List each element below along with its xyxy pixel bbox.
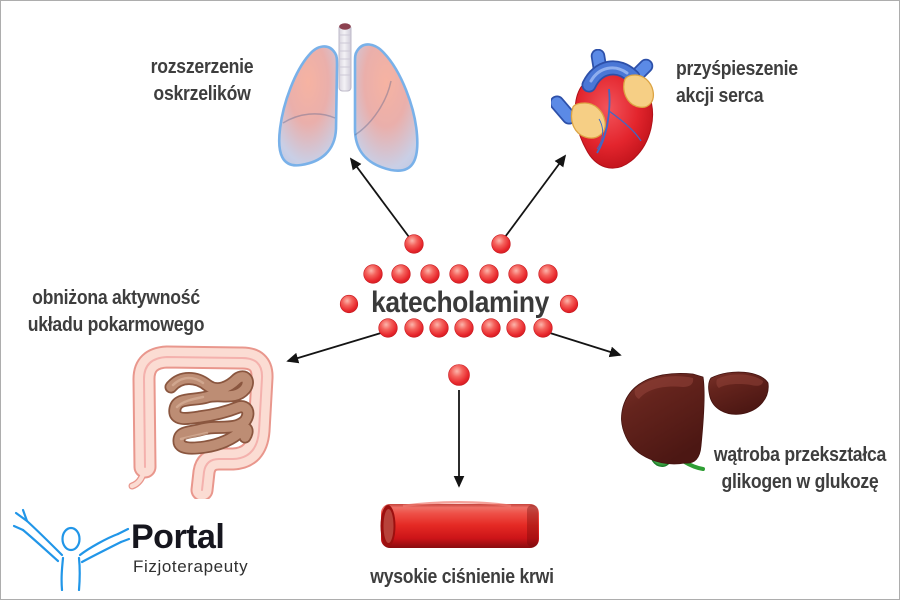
liver-right-lobe-large [621, 373, 705, 465]
label-lungs-line2: oskrzelików [153, 82, 251, 105]
molecule-ball [391, 264, 411, 284]
label-heart-line2: akcji serca [676, 84, 764, 107]
catecholamine-molecules [339, 234, 579, 386]
label-liver: wątroba przekształca glikogen w glukozę [697, 441, 899, 495]
right-lung [353, 43, 419, 173]
molecule-ball [404, 318, 424, 338]
logo-subtitle: Fizjoterapeuty [133, 557, 249, 576]
arrow-to-intestines [286, 332, 382, 364]
label-digestive: obniżona aktywność układu pokarmowego [13, 284, 219, 338]
molecule-ball [491, 234, 511, 254]
label-heart-line1: przyśpieszenie [676, 57, 798, 80]
label-liver-line2: glikogen w glukozę [721, 470, 879, 493]
molecule-ball [508, 264, 528, 284]
molecule-ball [479, 264, 499, 284]
molecule-ball [449, 264, 469, 284]
diagram-title: katecholaminy [371, 286, 549, 319]
molecule-ball [559, 294, 579, 314]
molecule-ball [533, 318, 553, 338]
large-intestine [128, 345, 274, 499]
label-blood-vessel: wysokie ciśnienie krwi [359, 563, 565, 590]
label-heart: przyśpieszenie akcji serca [676, 55, 798, 109]
label-blood-vessel-line1: wysokie ciśnienie krwi [370, 565, 554, 588]
molecule-ball [339, 294, 359, 314]
label-digestive-line1: obniżona aktywność [32, 286, 200, 309]
small-intestine [164, 370, 255, 455]
molecule-ball [538, 264, 558, 284]
left-atrium [623, 74, 655, 108]
molecule-ball [404, 234, 424, 254]
trachea [338, 23, 352, 92]
arrow-to-liver [549, 332, 622, 358]
right-atrium [570, 102, 606, 139]
effect-arrows [286, 154, 622, 488]
lungs-illustration [277, 23, 419, 173]
label-liver-line1: wątroba przekształca [713, 443, 887, 466]
molecule-ball [363, 264, 383, 284]
molecule-ball [429, 318, 449, 338]
intestines-illustration [128, 345, 274, 499]
molecule-ball [454, 318, 474, 338]
left-lung [277, 45, 339, 167]
label-lungs-line1: rozszerzenie [150, 55, 254, 78]
label-lungs: rozszerzenie oskrzelików [99, 53, 305, 107]
molecule-ball [448, 364, 470, 386]
liver-illustration [621, 371, 769, 471]
molecule-ball [378, 318, 398, 338]
arrow-to-heart [504, 154, 567, 238]
arrow-to-lungs [349, 157, 410, 238]
molecule-ball [506, 318, 526, 338]
label-digestive-line2: układu pokarmowego [27, 313, 205, 336]
aortic-arch [581, 60, 641, 93]
logo-figure-icon [12, 508, 131, 591]
heart-illustration [551, 49, 655, 169]
molecule-ball [420, 264, 440, 284]
coronary-vessels [596, 88, 642, 154]
molecule-ball [481, 318, 501, 338]
logo-title: Portal [131, 518, 225, 556]
blood-vessel-illustration [380, 501, 539, 548]
